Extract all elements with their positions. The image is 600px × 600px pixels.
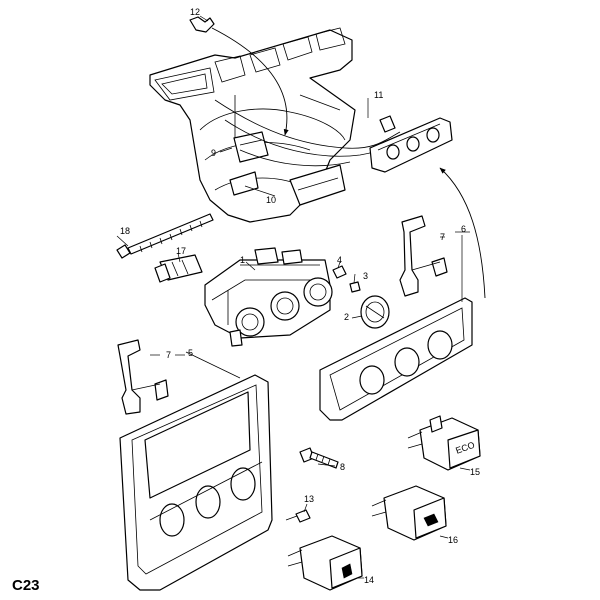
- callout-1: 1: [240, 255, 245, 265]
- assembly-arrows: [211, 27, 486, 299]
- callout-15: 15: [470, 467, 480, 477]
- callout-3: 3: [363, 271, 368, 281]
- hazard-switch: [287, 535, 363, 591]
- bulb-holder: [332, 265, 347, 279]
- callout-11: 11: [374, 90, 383, 100]
- control-knob: [360, 295, 390, 329]
- eco-switch: [407, 415, 481, 471]
- trim-panel-front: [319, 297, 473, 421]
- callout-6: 6: [461, 224, 466, 234]
- callout-8: 8: [340, 462, 345, 472]
- rear-demister-switch: [371, 485, 447, 541]
- retaining-clip: [189, 16, 215, 33]
- screw-long: [116, 213, 214, 259]
- retaining-bracket-upper: [399, 215, 448, 297]
- mounting-screw: [299, 447, 339, 469]
- callout-12: 12: [190, 7, 200, 17]
- callout-9: 9: [211, 148, 216, 158]
- callout-10: 10: [266, 195, 276, 205]
- retaining-bracket-lower: [117, 339, 169, 415]
- callout-14: 14: [364, 575, 374, 585]
- callout-7-upper: 7: [440, 232, 445, 242]
- small-screw: [349, 281, 361, 293]
- callout-16: 16: [448, 535, 458, 545]
- callout-7-lower: 7: [166, 350, 171, 360]
- control-cable-panel: [369, 115, 453, 173]
- wiring-connector: [154, 254, 203, 283]
- callout-13: 13: [304, 494, 314, 504]
- figure-reference: C23: [12, 577, 40, 594]
- instrument-bezel: [119, 374, 273, 591]
- leader-lines: [116, 15, 471, 579]
- callout-5: 5: [188, 348, 193, 358]
- heater-control-unit: [204, 247, 333, 347]
- heater-housing: [149, 27, 356, 223]
- callouts: 12 11 9 10 18 17 7 6 1 4 3 2 7 5 8 13 15…: [120, 7, 480, 585]
- callout-18: 18: [120, 226, 130, 236]
- callout-4: 4: [337, 255, 342, 265]
- fuse-pin: [285, 509, 311, 523]
- callout-17: 17: [176, 246, 186, 256]
- callout-2: 2: [344, 312, 349, 322]
